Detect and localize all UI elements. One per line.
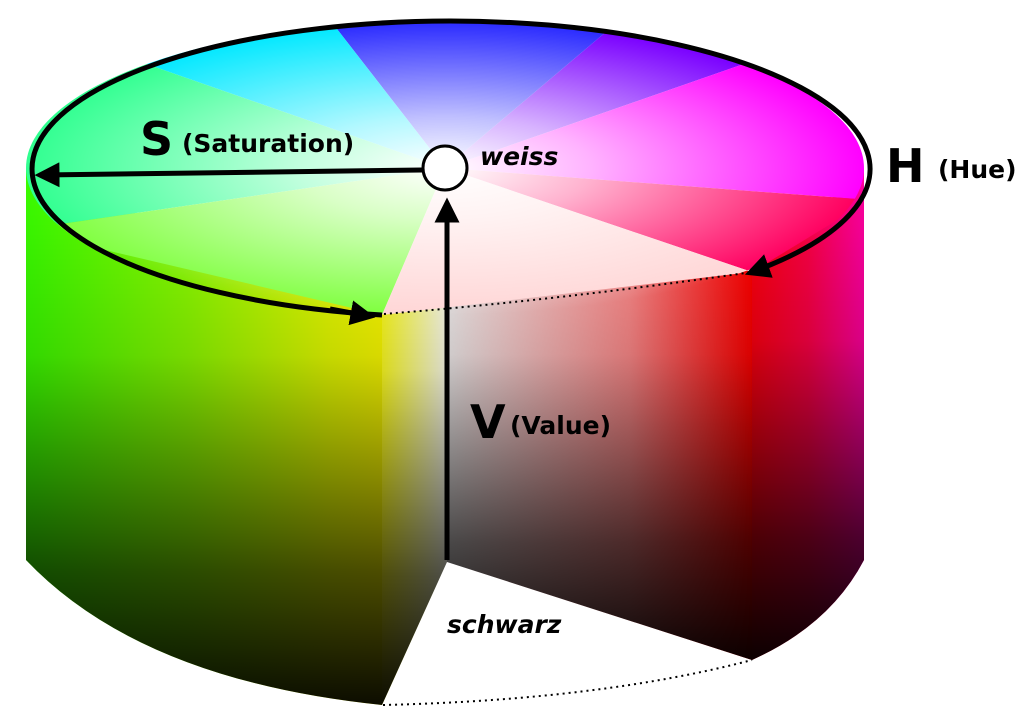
white-label: weiss [480, 142, 558, 171]
top-ellipse-outline [29, 18, 873, 318]
saturation-axis-arrow [34, 162, 423, 188]
saturation-letter: S [140, 112, 173, 166]
black-label: schwarz [447, 610, 562, 639]
hue-word: (Hue) [938, 155, 1017, 184]
white-point-marker [421, 144, 469, 192]
hue-letter: H [886, 139, 925, 193]
cylinder-body [26, 168, 864, 705]
dotted-bottom-arc [382, 659, 753, 706]
hue-arrow-start [329, 300, 376, 326]
dotted-top-chord [383, 271, 753, 315]
value-word: (Value) [510, 411, 611, 440]
saturation-word: (Saturation) [182, 129, 354, 158]
value-letter: V [470, 395, 506, 449]
